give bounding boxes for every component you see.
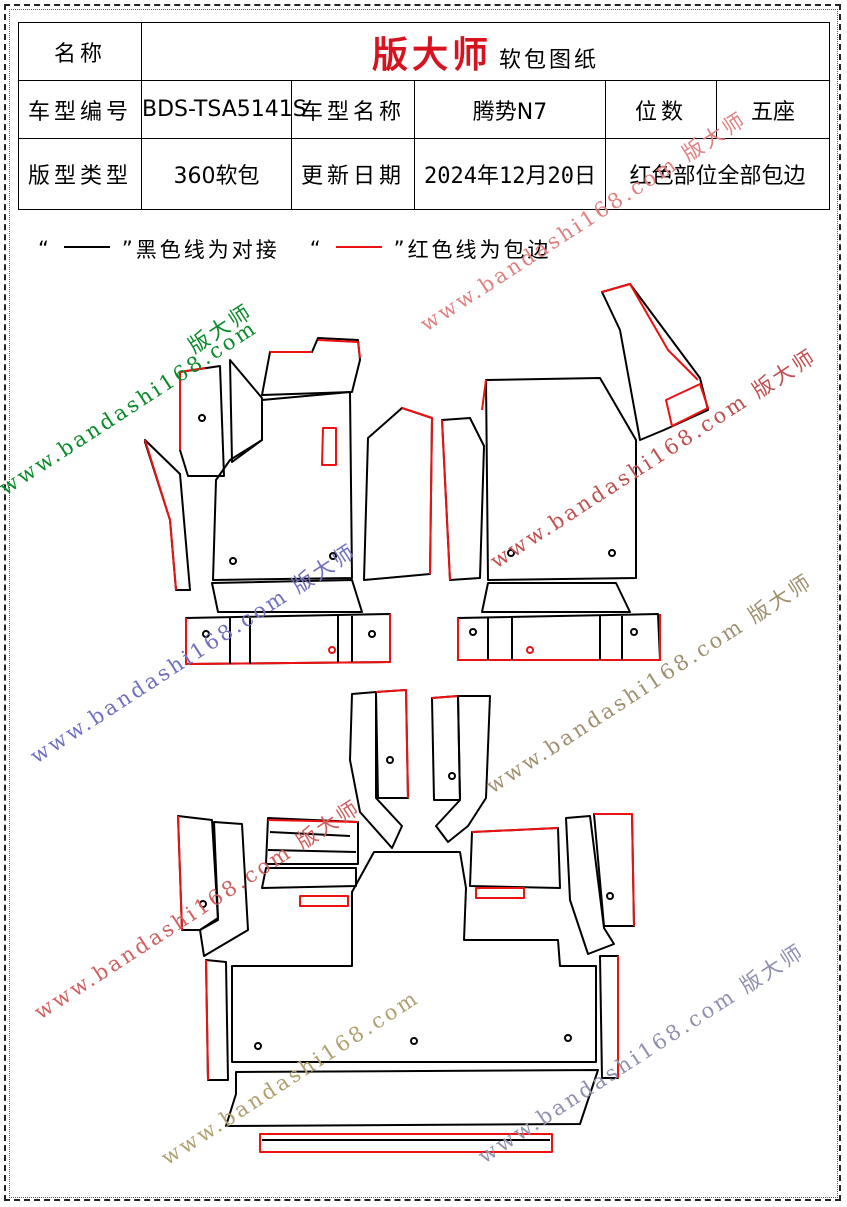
- info-row-1: 名称 版大师 软包图纸: [18, 22, 831, 81]
- info-row-3: 版型类型 360软包 更新日期 2024年12月20日 红色部位全部包边: [18, 138, 831, 210]
- info-row-2: 车型编号 BDS-TSA5141S 车型名称 腾势N7 位数 五座: [18, 80, 831, 139]
- passenger-mat-group: [441, 283, 709, 661]
- rear-right-cutout: [475, 887, 525, 899]
- rear-center-strip-left-pad: [375, 689, 409, 799]
- pattern-type-label: 版型类型: [18, 138, 142, 210]
- name-label: 名称: [18, 22, 142, 81]
- update-date-label: 更新日期: [291, 138, 415, 210]
- model-name-label: 车型名称: [291, 80, 415, 139]
- page-border-inner: [9, 9, 838, 1198]
- rear-threshold: [225, 1069, 599, 1127]
- page-border: [4, 4, 841, 1201]
- driver-sill: [211, 579, 363, 613]
- rear-left-sill-strip: [205, 959, 229, 1081]
- driver-top-tab: [261, 337, 361, 396]
- brand-title: 版大师: [372, 34, 493, 76]
- legend-open-quote-2: “: [309, 237, 324, 261]
- legend-open-quote: “: [38, 237, 52, 261]
- driver-pedal-cutout: [321, 427, 337, 466]
- legend-black-text: 黑色线为对接: [135, 238, 280, 262]
- rear-left-cutout: [299, 895, 349, 907]
- passenger-sill: [481, 582, 631, 613]
- info-table: 名称 版大师 软包图纸 车型编号 BDS-TSA5141S 车型名称 腾势N7 …: [18, 22, 831, 210]
- driver-right-wing: [363, 407, 433, 581]
- legend-close-quote-2: ”: [393, 237, 408, 261]
- rear-center-strip-right: [435, 695, 491, 843]
- red-edge-note: 红色部位全部包边: [604, 138, 831, 210]
- rear-right-tunnel-block: [469, 827, 561, 889]
- passenger-kick-tab: [665, 383, 709, 427]
- rear-right-side-inner: [565, 815, 615, 955]
- rear-center-strip-right-pad: [431, 695, 461, 801]
- passenger-main-mat: [485, 377, 637, 581]
- rear-right-side-panel: [593, 813, 635, 927]
- seats-value: 五座: [715, 80, 831, 139]
- title-cell: 版大师 软包图纸: [140, 22, 831, 81]
- doc-type: 软包图纸: [499, 47, 600, 73]
- legend-black-line: [63, 246, 110, 248]
- model-code-label: 车型编号: [18, 80, 142, 139]
- legend-red-text: 红色线为包边: [407, 238, 552, 262]
- update-date: 2024年12月20日: [414, 138, 606, 210]
- pattern-type: 360软包: [141, 138, 292, 210]
- rear-mat-group: [177, 689, 635, 1153]
- rear-main-floor: [231, 851, 597, 1063]
- legend-red-line: [335, 246, 382, 248]
- rear-bottom-strip: [259, 1133, 553, 1153]
- legend-close-quote: ”: [121, 237, 136, 261]
- legend: “ ” 黑色线为对接 “ ” 红色线为包边: [38, 234, 552, 264]
- rear-left-side-inner: [199, 821, 249, 957]
- model-code: BDS-TSA5141S: [141, 80, 307, 139]
- driver-mat-group: [144, 337, 433, 665]
- driver-footrest: [229, 359, 263, 463]
- model-name: 腾势N7: [414, 80, 606, 139]
